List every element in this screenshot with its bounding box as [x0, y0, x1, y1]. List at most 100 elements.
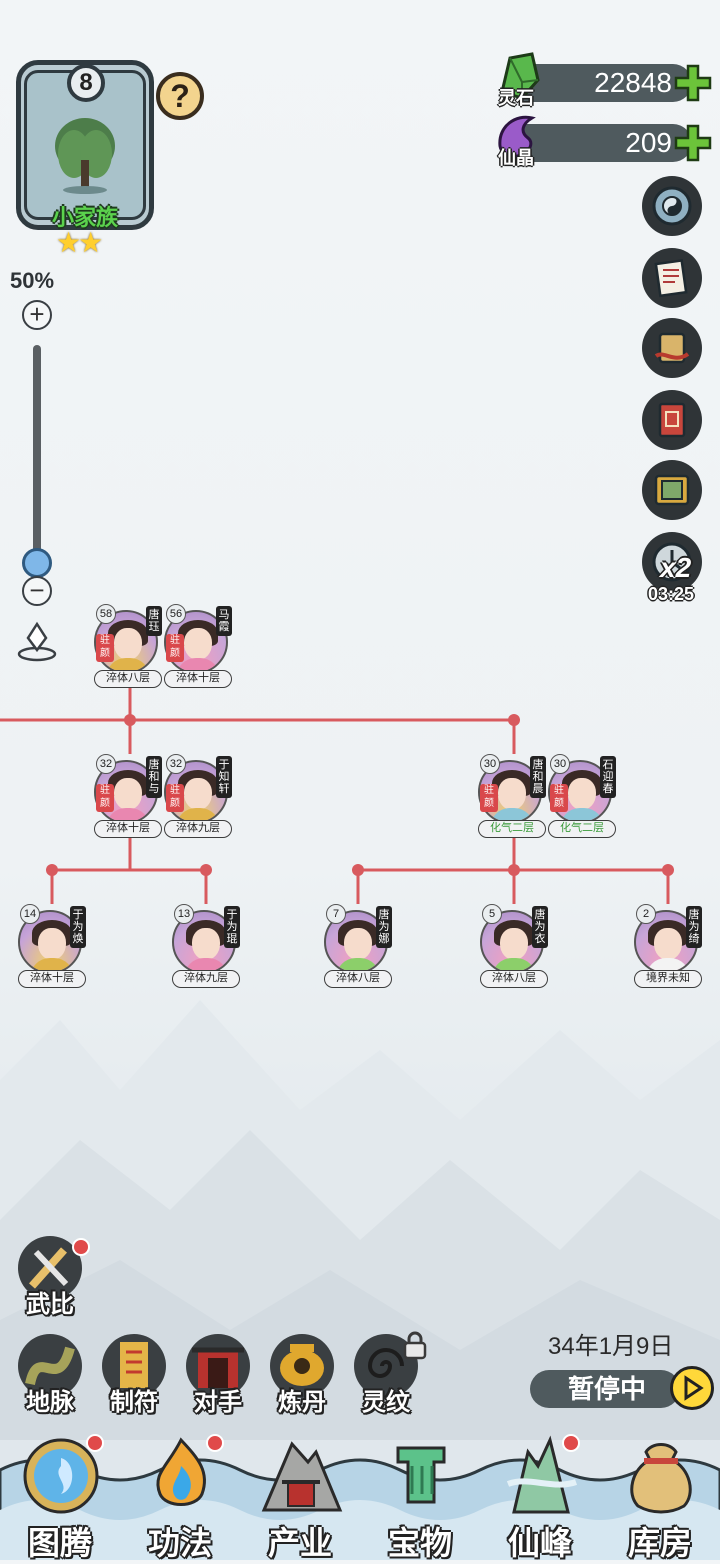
zoom-slider-track[interactable] — [33, 345, 41, 565]
member-card[interactable]: 58 唐珏 驻颜 淬体八层 — [94, 604, 164, 688]
member-stamp: 驻颜 — [550, 784, 568, 812]
mountain-gate-icon — [261, 1441, 343, 1512]
member-age: 2 — [636, 904, 656, 924]
member-stamp: 驻颜 — [166, 634, 184, 662]
member-realm: 淬体八层 — [324, 970, 392, 988]
nav-treasures[interactable]: 宝物 — [360, 1420, 480, 1561]
immortal-crystal-counter: 209 仙晶 — [492, 115, 714, 170]
member-age: 32 — [166, 754, 186, 774]
member-card[interactable]: 30 石迎春 驻颜 化气二层 — [548, 754, 618, 838]
speed-multiplier: x2 — [660, 552, 692, 583]
pause-bar — [530, 1370, 680, 1408]
member-card[interactable]: 13 于为琨 淬体九层 — [172, 904, 242, 988]
member-card[interactable]: 5 唐为衣 淬体八层 — [480, 904, 550, 988]
nav-immortal-peak[interactable]: 仙峰 — [480, 1420, 600, 1561]
clock-icon — [652, 542, 692, 582]
notification-dot — [562, 1434, 580, 1452]
pause-control[interactable]: 暂停中 — [530, 1366, 714, 1410]
family-emblem[interactable]: 8 小家族 ★★ — [10, 60, 160, 257]
member-name: 马霞 — [216, 606, 232, 636]
member-age: 30 — [480, 754, 500, 774]
family-tree: 58 唐珏 驻颜 淬体八层 56 马霞 驻颜 淬体十层 32 唐和与 驻颜 淬体… — [0, 600, 720, 1000]
settings-button[interactable] — [642, 176, 702, 236]
nav-storehouse[interactable]: 库房 — [600, 1420, 720, 1561]
nav-totem[interactable]: 图腾 — [0, 1420, 120, 1561]
nav-label: 仙峰 — [507, 1525, 572, 1561]
talisman-button[interactable]: 制符 — [96, 1334, 172, 1420]
bottom-nav: 图腾 功法 产业 宝物 仙峰 — [0, 1420, 720, 1561]
member-age: 56 — [166, 604, 186, 624]
member-name: 唐为娜 — [376, 906, 392, 948]
duel-icon — [18, 1236, 82, 1300]
scroll-icon — [654, 332, 690, 364]
zoom-slider-handle[interactable] — [22, 548, 52, 578]
spirit-stone-icon — [500, 52, 540, 100]
member-realm: 淬体八层 — [480, 970, 548, 988]
nav-techniques[interactable]: 功法 — [120, 1420, 240, 1561]
locate-icon[interactable] — [14, 618, 60, 664]
member-card[interactable]: 7 唐为娜 淬体八层 — [324, 904, 394, 988]
member-realm: 淬体八层 — [94, 670, 162, 688]
currency-bar — [522, 124, 692, 162]
spirit-stone-counter: 22848 灵石 — [492, 52, 714, 110]
speed-timer: 03:25 — [647, 584, 695, 604]
member-name: 于为焕 — [70, 906, 86, 948]
nav-industry[interactable]: 产业 — [240, 1420, 360, 1561]
add-immortal-crystal-button[interactable] — [672, 122, 714, 164]
flame-icon — [156, 1437, 207, 1506]
zoom-percent: 50% — [10, 268, 55, 293]
speed-up-button[interactable] — [642, 532, 702, 592]
member-age: 14 — [20, 904, 40, 924]
member-realm: 淬体十层 — [18, 970, 86, 988]
member-card[interactable]: 14 于为焕 淬体十层 — [18, 904, 88, 988]
game-date: 34年1月9日 — [548, 1333, 674, 1360]
plaque-button[interactable] — [642, 460, 702, 520]
feature-label: 灵纹 — [362, 1389, 410, 1416]
member-card[interactable]: 2 唐为绮 境界未知 — [634, 904, 704, 988]
feature-label: 武比 — [26, 1291, 74, 1318]
member-realm: 淬体九层 — [172, 970, 240, 988]
member-age: 32 — [96, 754, 116, 774]
dragon-vein-icon — [18, 1334, 82, 1398]
member-stamp: 驻颜 — [166, 784, 184, 812]
play-icon — [684, 1375, 704, 1401]
records-button[interactable] — [642, 248, 702, 308]
duel-button[interactable]: 武比 — [12, 1236, 90, 1322]
member-name: 唐和与 — [146, 756, 162, 798]
notification-dot — [206, 1434, 224, 1452]
member-card[interactable]: 32 唐和与 驻颜 淬体十层 — [94, 754, 164, 838]
family-stars: ★★ — [56, 227, 103, 258]
treasure-bag-icon — [630, 1443, 692, 1514]
book-button[interactable] — [642, 390, 702, 450]
tree-connectors — [0, 686, 674, 904]
member-card[interactable]: 30 唐和晨 驻颜 化气二层 — [478, 754, 548, 838]
rivals-button[interactable]: 对手 — [180, 1334, 256, 1420]
spirit-pattern-button[interactable]: 灵纹 — [348, 1331, 427, 1420]
cauldron-icon — [270, 1334, 334, 1398]
currency-bar — [522, 64, 692, 102]
member-realm: 淬体十层 — [164, 670, 232, 688]
play-button[interactable] — [670, 1366, 714, 1410]
nav-label: 宝物 — [387, 1525, 452, 1561]
add-spirit-stone-button[interactable] — [672, 62, 714, 104]
member-name: 石迎春 — [600, 756, 616, 798]
member-card[interactable]: 32 于知轩 驻颜 淬体九层 — [164, 754, 234, 838]
earth-vein-button[interactable]: 地脉 — [12, 1334, 88, 1420]
gate-icon — [186, 1334, 250, 1398]
zoom-out-button[interactable]: − — [22, 576, 52, 606]
member-realm: 化气二层 — [548, 820, 616, 838]
nav-label: 库房 — [627, 1525, 692, 1561]
willow-tree-icon — [55, 118, 115, 194]
member-card[interactable]: 56 马霞 驻颜 淬体十层 — [164, 604, 234, 688]
feature-label: 炼丹 — [278, 1389, 326, 1416]
feature-label: 对手 — [194, 1389, 242, 1416]
member-name: 唐为衣 — [532, 906, 548, 948]
member-name: 唐和晨 — [530, 756, 546, 798]
help-button[interactable]: ? — [156, 72, 204, 120]
family-rank-name: 小家族 — [51, 205, 118, 230]
alchemy-button[interactable]: 炼丹 — [264, 1334, 340, 1420]
scroll-button[interactable] — [642, 318, 702, 378]
immortal-crystal-label: 仙晶 — [498, 148, 534, 168]
member-realm: 淬体十层 — [94, 820, 162, 838]
zoom-in-button[interactable]: + — [22, 300, 52, 330]
